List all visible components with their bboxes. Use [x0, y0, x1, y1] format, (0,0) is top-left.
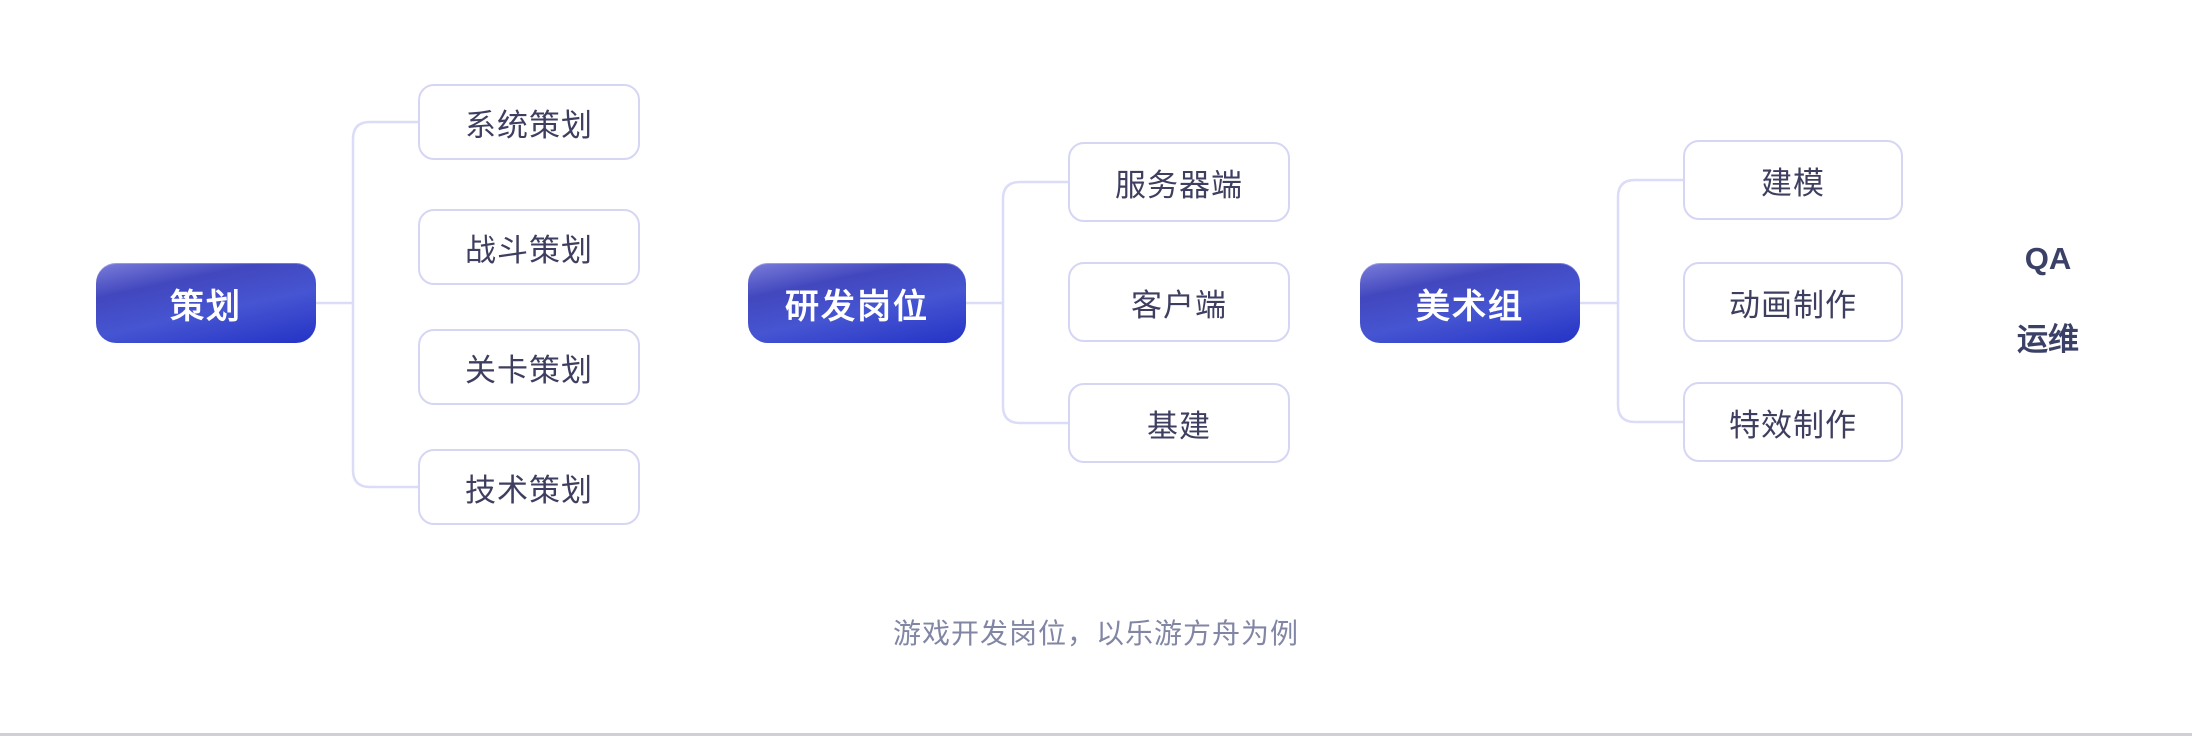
- child-node-modeling[interactable]: 建模: [1683, 140, 1903, 220]
- diagram-caption: 游戏开发岗位，以乐游方舟为例: [892, 618, 1299, 649]
- root-node-planning[interactable]: 策划: [96, 263, 316, 343]
- root-node-rnd-positions[interactable]: 研发岗位: [748, 263, 966, 343]
- root-node-art-group[interactable]: 美术组: [1360, 263, 1580, 343]
- connector-art-branch: [1616, 178, 1683, 424]
- child-node-vfx[interactable]: 特效制作: [1683, 382, 1903, 462]
- connector-rnd-branch: [1001, 180, 1068, 425]
- child-node-combat-planning[interactable]: 战斗策划: [418, 209, 640, 285]
- child-node-client-side[interactable]: 客户端: [1068, 262, 1290, 342]
- child-node-server-side[interactable]: 服务器端: [1068, 142, 1290, 222]
- child-node-animation[interactable]: 动画制作: [1683, 262, 1903, 342]
- child-node-level-planning[interactable]: 关卡策划: [418, 329, 640, 405]
- child-node-system-planning[interactable]: 系统策划: [418, 84, 640, 160]
- label-qa[interactable]: QA: [2024, 241, 2072, 276]
- child-node-infrastructure[interactable]: 基建: [1068, 383, 1290, 463]
- label-ops[interactable]: 运维: [2017, 322, 2079, 357]
- connector-planning-branch: [351, 120, 418, 489]
- child-node-technical-planning[interactable]: 技术策划: [418, 449, 640, 525]
